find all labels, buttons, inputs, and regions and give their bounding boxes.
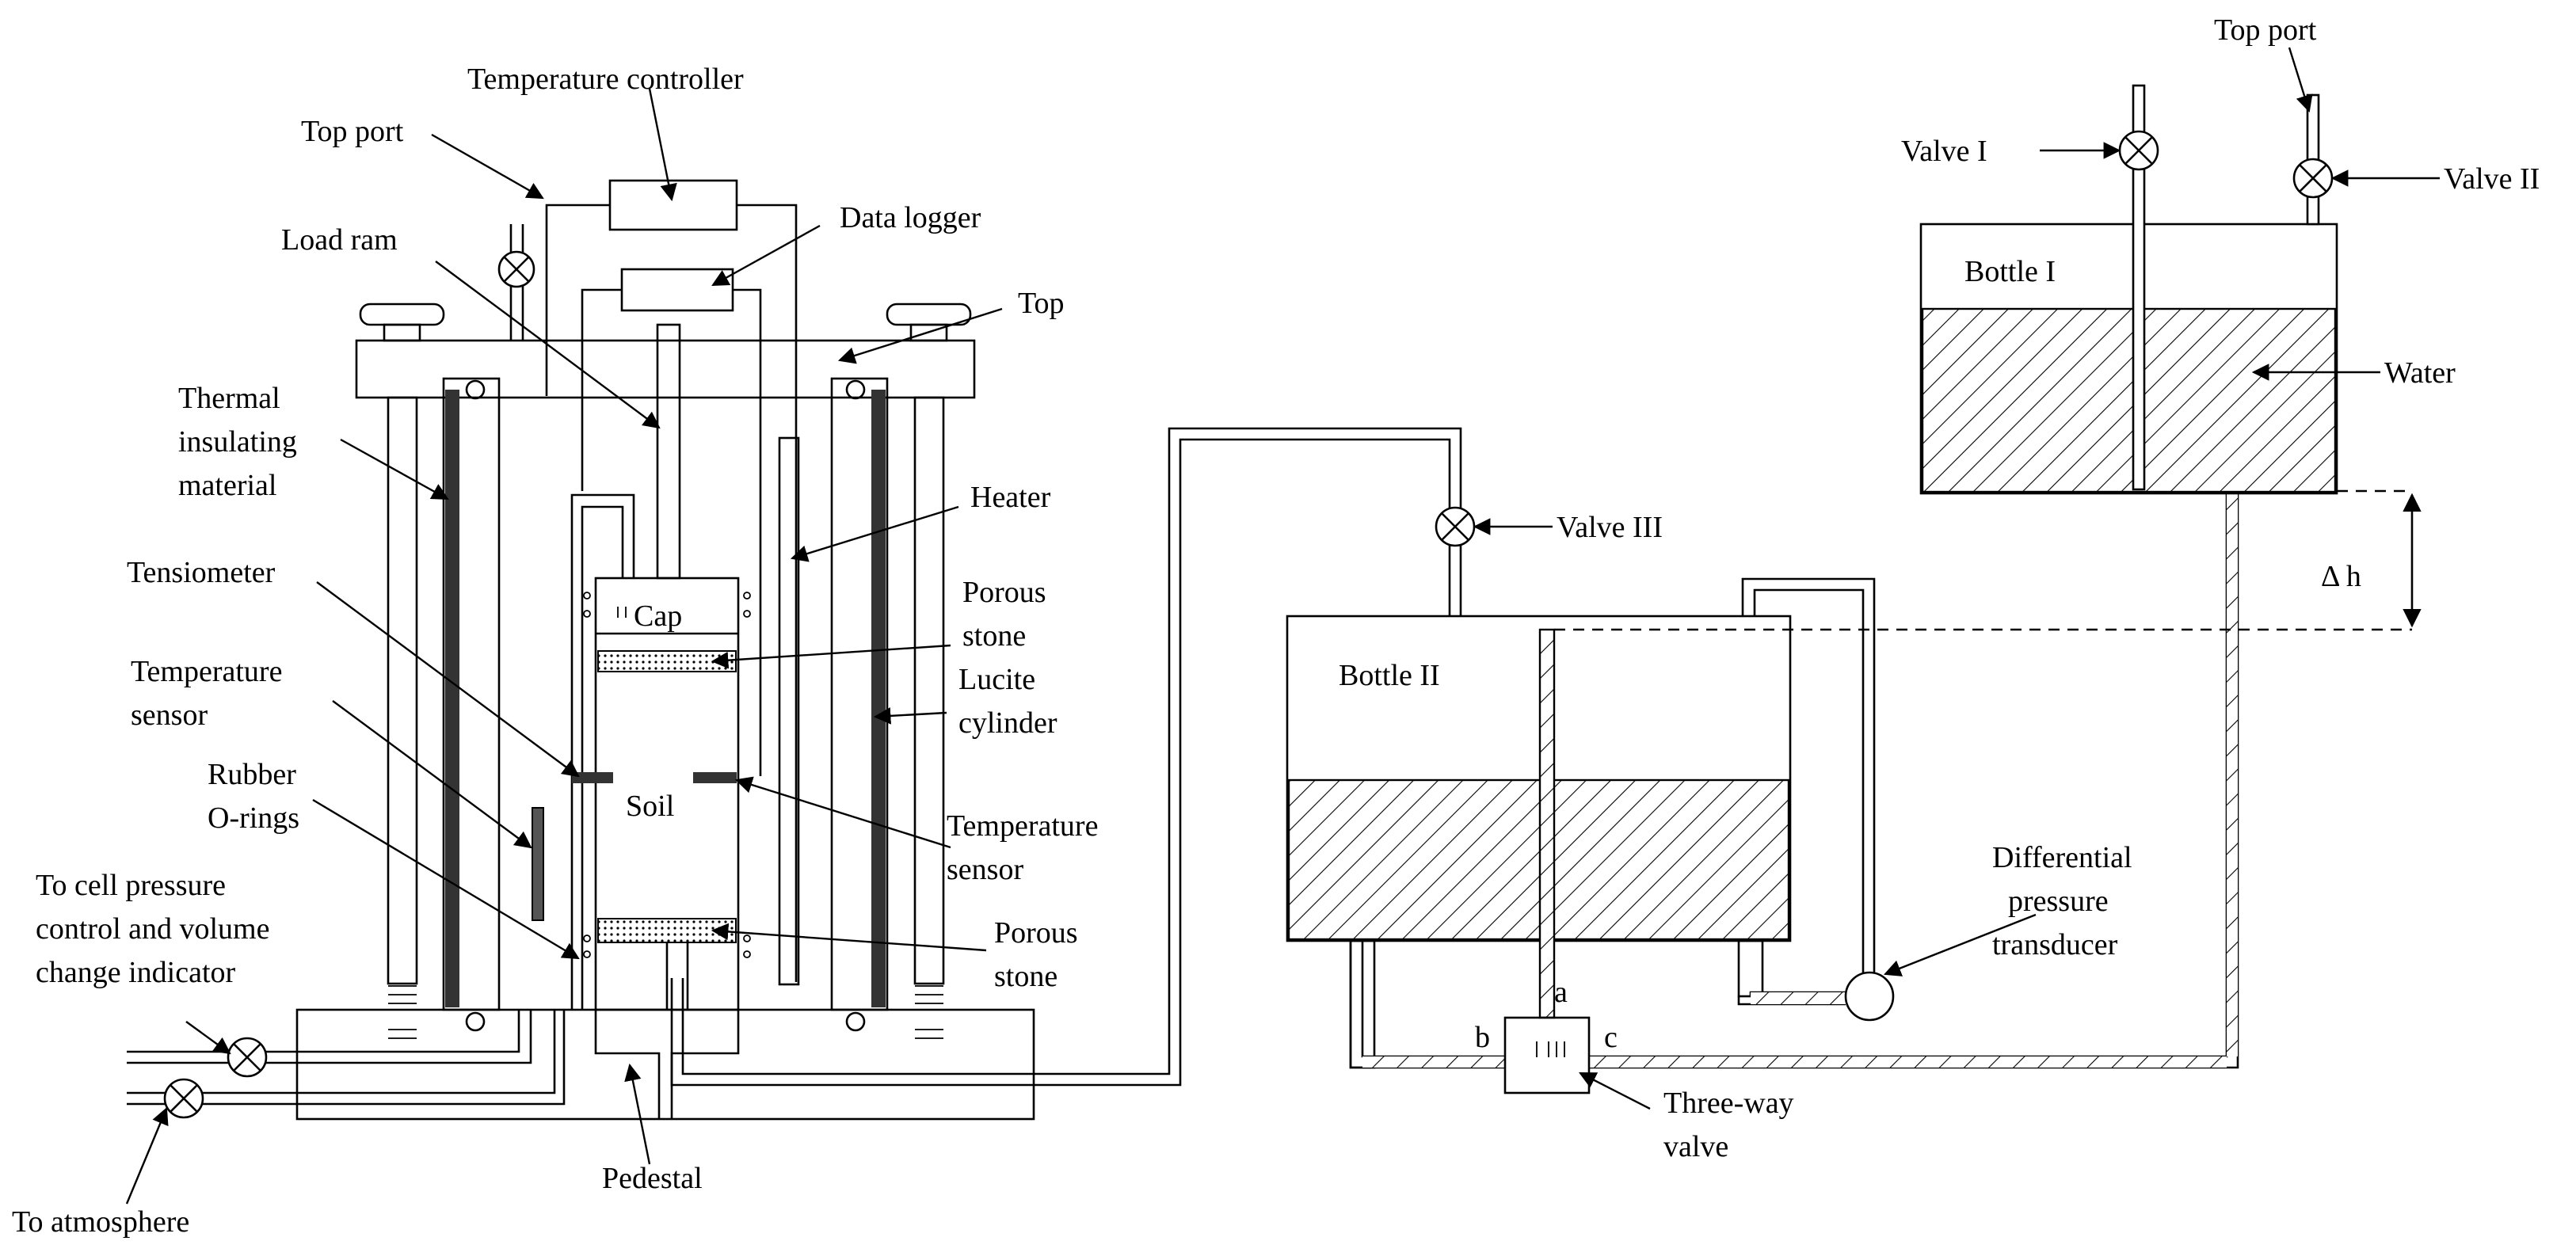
cell-temperature-sensor xyxy=(532,807,544,921)
label-temperature-sensor-left-2: sensor xyxy=(131,699,208,732)
label-pedestal: Pedestal xyxy=(602,1162,703,1195)
label-top-port-right: Top port xyxy=(2214,13,2317,47)
label-water: Water xyxy=(2384,356,2456,390)
leader-lines xyxy=(125,47,2440,1205)
label-temperature-controller: Temperature controller xyxy=(467,63,744,96)
label-three-way-1: Three-way xyxy=(1663,1087,1794,1120)
label-rubber-1: Rubber xyxy=(208,758,296,791)
label-data-logger: Data logger xyxy=(840,201,981,234)
right-outer-wall xyxy=(830,377,889,1011)
label-delta-h: Δ h xyxy=(2321,560,2361,593)
label-cap: Cap xyxy=(634,600,682,633)
label-load-ram: Load ram xyxy=(281,223,398,257)
right-thermal-insulation xyxy=(871,390,886,1007)
label-to-cell-pressure-2: control and volume xyxy=(36,912,269,946)
label-thermal-2: insulating xyxy=(178,425,297,459)
label-tensiometer: Tensiometer xyxy=(127,556,276,589)
valve-i-icon[interactable] xyxy=(2118,130,2159,171)
bottle-ii-water xyxy=(1287,778,1790,941)
label-differential-2: pressure xyxy=(2008,885,2109,918)
water-supply-system xyxy=(1286,84,2422,1094)
label-to-cell-pressure-3: change indicator xyxy=(36,956,236,989)
label-to-cell-pressure-1: To cell pressure xyxy=(36,869,226,902)
label-heater: Heater xyxy=(970,481,1051,514)
label-differential-1: Differential xyxy=(1992,841,2132,874)
label-to-atmosphere: To atmosphere xyxy=(12,1205,189,1239)
label-temperature-sensor-left-1: Temperature xyxy=(131,655,282,688)
label-soil: Soil xyxy=(626,790,674,823)
label-temperature-sensor-right-1: Temperature xyxy=(947,809,1098,843)
label-port-a: a xyxy=(1554,976,1568,1009)
bottle-ii-standpipe xyxy=(1538,628,1556,1019)
label-lucite-1: Lucite xyxy=(958,663,1035,696)
atmosphere-valve-icon[interactable] xyxy=(163,1078,204,1119)
label-bottle-i: Bottle I xyxy=(1964,255,2056,288)
label-thermal-1: Thermal xyxy=(178,382,280,415)
label-valve-i: Valve I xyxy=(1901,135,1987,168)
bottle-ii xyxy=(1286,615,1792,942)
heater-rod xyxy=(778,436,800,986)
bottle-i-water xyxy=(1921,307,2337,493)
label-rubber-2: O-rings xyxy=(208,801,299,835)
label-porous-stone-top-2: stone xyxy=(962,619,1026,653)
differential-pressure-transducer-icon xyxy=(1844,971,1895,1022)
load-ram xyxy=(656,323,681,580)
left-thermal-insulation xyxy=(445,390,459,1007)
label-porous-stone-bottom-2: stone xyxy=(994,960,1057,993)
label-top-port-left: Top port xyxy=(301,115,404,148)
labels: Temperature controller Top port Data log… xyxy=(12,13,2540,1239)
cell-base-plate xyxy=(295,1008,1035,1121)
soil-temperature-sensor xyxy=(693,772,737,783)
label-differential-3: transducer xyxy=(1992,928,2118,961)
three-way-valve[interactable] xyxy=(1503,1016,1591,1094)
valve-i-tube xyxy=(2132,84,2146,491)
left-outer-wall xyxy=(442,377,501,1011)
label-three-way-2: valve xyxy=(1663,1130,1728,1163)
triaxial-cell xyxy=(127,179,1462,1121)
tensiometer-probe xyxy=(572,772,613,783)
label-port-c: c xyxy=(1604,1021,1618,1054)
label-valve-iii: Valve III xyxy=(1557,511,1663,544)
top-port-valve-icon[interactable] xyxy=(497,250,535,288)
label-lucite-2: cylinder xyxy=(958,706,1057,740)
label-thermal-3: material xyxy=(178,469,276,502)
temperature-controller-box xyxy=(608,179,738,231)
label-temperature-sensor-right-2: sensor xyxy=(947,853,1023,886)
label-top: Top xyxy=(1018,287,1065,320)
label-port-b: b xyxy=(1475,1021,1490,1054)
label-porous-stone-bottom-1: Porous xyxy=(994,916,1078,950)
valve-ii-icon[interactable] xyxy=(2292,158,2334,199)
right-tie-rod xyxy=(913,396,945,985)
bottle-i xyxy=(1919,223,2338,495)
label-valve-ii: Valve II xyxy=(2444,162,2540,196)
left-tie-rod xyxy=(387,396,418,985)
data-logger-box xyxy=(620,268,734,312)
right-bolt-head xyxy=(886,303,972,326)
label-porous-stone-top-1: Porous xyxy=(962,576,1046,609)
cell-pressure-valve-icon[interactable] xyxy=(227,1037,268,1078)
valve-iii-icon[interactable] xyxy=(1435,506,1476,547)
left-bolt-head xyxy=(359,303,445,326)
label-bottle-ii: Bottle II xyxy=(1339,659,1440,692)
cell-top-plate xyxy=(355,339,976,399)
